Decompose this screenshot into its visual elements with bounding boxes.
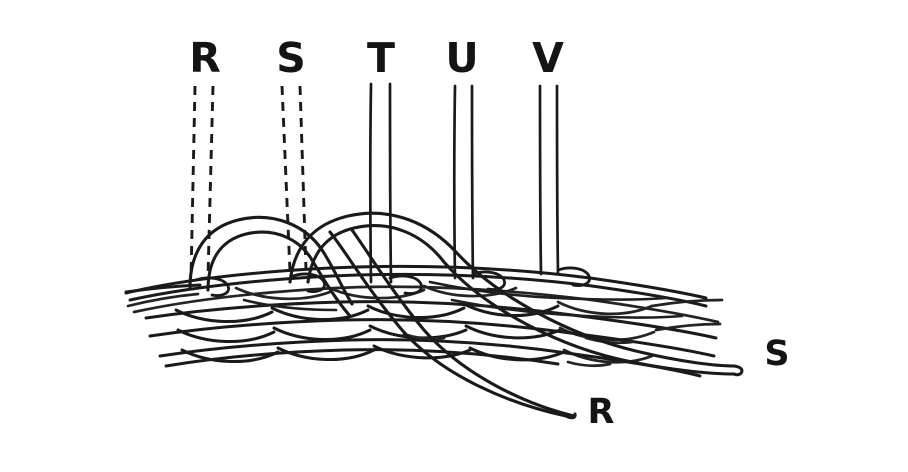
top-label-S: S <box>276 34 306 82</box>
stake-group <box>189 82 560 284</box>
end-label-S: S <box>764 334 789 374</box>
weave-left-fan <box>124 283 202 308</box>
weaver-rod-S <box>288 211 744 377</box>
end-label-group: S R <box>588 334 790 432</box>
top-label-group: R S T U V <box>189 34 564 82</box>
weaver-rod-R <box>188 215 577 420</box>
top-label-U: U <box>445 34 478 82</box>
stake-V <box>538 84 560 276</box>
top-label-T: T <box>367 34 395 82</box>
stake-collar-group <box>194 266 591 297</box>
stake-T <box>368 82 393 284</box>
end-label-R: R <box>588 392 615 432</box>
weaver-crossing-lines <box>242 280 684 319</box>
top-label-V: V <box>532 34 564 82</box>
weave-body <box>124 264 724 378</box>
stake-U <box>452 84 475 280</box>
stake-R <box>189 85 215 279</box>
top-label-R: R <box>189 34 221 82</box>
weave-right-fan <box>650 298 724 332</box>
